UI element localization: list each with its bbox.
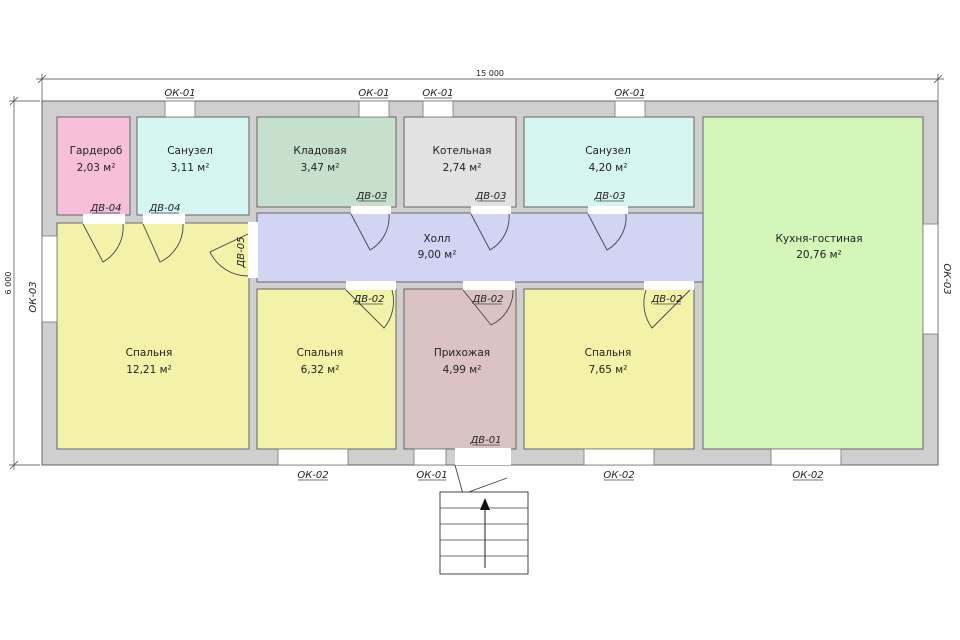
room-name-wardrobe: Гардероб — [70, 145, 123, 157]
room-area-hall: 9,00 м² — [418, 249, 457, 261]
window-tag: ОК-03 — [941, 263, 952, 294]
window-tag: ОК-01 — [164, 88, 195, 99]
door-tag: ДВ-03 — [355, 191, 387, 202]
window-tag: ОК-01 — [358, 88, 389, 99]
window-tag: ОК-01 — [422, 88, 453, 99]
room-entrance — [403, 288, 517, 450]
door-tag: ДВ-04 — [89, 203, 121, 214]
room-area-wardrobe: 2,03 м² — [77, 162, 116, 174]
room-name-bedroom-2: Спальня — [297, 347, 344, 359]
room-area-bedroom-2: 6,32 м² — [301, 364, 340, 376]
room-area-entrance: 4,99 м² — [443, 364, 482, 376]
room-name-hall: Холл — [423, 233, 450, 245]
window-tag: ОК-03 — [28, 281, 39, 312]
door-tag: ДВ-05 — [236, 236, 247, 268]
room-area-bathroom-1: 3,11 м² — [171, 162, 210, 174]
window-tag: ОК-01 — [614, 88, 645, 99]
door-tag: ДВ-02 — [352, 294, 384, 305]
room-name-bedroom-3: Спальня — [585, 347, 632, 359]
room-name-bathroom-1: Санузел — [167, 145, 213, 157]
height-dimension: 6 000 — [4, 272, 13, 295]
room-area-bedroom-1: 12,21 м² — [126, 364, 172, 376]
room-bedroom-3 — [523, 288, 695, 450]
door-tag: ДВ-04 — [148, 203, 180, 214]
window-tag: ОК-02 — [297, 470, 328, 481]
dimension-lines — [9, 74, 944, 470]
room-name-bedroom-1: Спальня — [126, 347, 173, 359]
room-bathroom-1 — [136, 116, 250, 216]
room-name-kitchen-living: Кухня-гостиная — [775, 233, 862, 245]
door-tag: ДВ-03 — [474, 191, 506, 202]
room-name-storage: Кладовая — [293, 145, 346, 157]
width-dimension: 15 000 — [476, 69, 504, 78]
room-wardrobe — [56, 116, 131, 216]
door-tags: ДВ-04 ДВ-04 ДВ-05 ДВ-03 ДВ-03 ДВ-03 ДВ-0… — [89, 191, 682, 446]
entrance-stairs — [439, 491, 529, 575]
room-storage — [256, 116, 397, 208]
room-area-kitchen-living: 20,76 м² — [796, 249, 842, 261]
window-tag: ОК-02 — [792, 470, 823, 481]
door-tag: ДВ-01 — [469, 435, 501, 446]
room-bathroom-2 — [523, 116, 695, 208]
room-bedroom-2 — [256, 288, 397, 450]
room-kitchen-living — [702, 116, 924, 450]
room-bedroom-1 — [56, 222, 250, 450]
door-tag: ДВ-03 — [593, 191, 625, 202]
door-tag: ДВ-02 — [471, 294, 503, 305]
room-name-boiler: Котельная — [433, 145, 492, 157]
room-area-storage: 3,47 м² — [301, 162, 340, 174]
room-hall — [256, 212, 704, 283]
windows — [41, 100, 939, 466]
door-openings — [83, 206, 694, 465]
window-tag: ОК-02 — [603, 470, 634, 481]
room-area-boiler: 2,74 м² — [443, 162, 482, 174]
room-boiler — [403, 116, 517, 208]
room-name-bathroom-2: Санузел — [585, 145, 631, 157]
window-tag: ОК-01 — [416, 470, 447, 481]
window-tags: ОК-01 ОК-01 ОК-01 ОК-01 ОК-03 ОК-03 ОК-0… — [28, 88, 952, 481]
room-name-entrance: Прихожая — [434, 347, 490, 359]
room-area-bathroom-2: 4,20 м² — [589, 162, 628, 174]
room-area-bedroom-3: 7,65 м² — [589, 364, 628, 376]
door-tag: ДВ-02 — [650, 294, 682, 305]
